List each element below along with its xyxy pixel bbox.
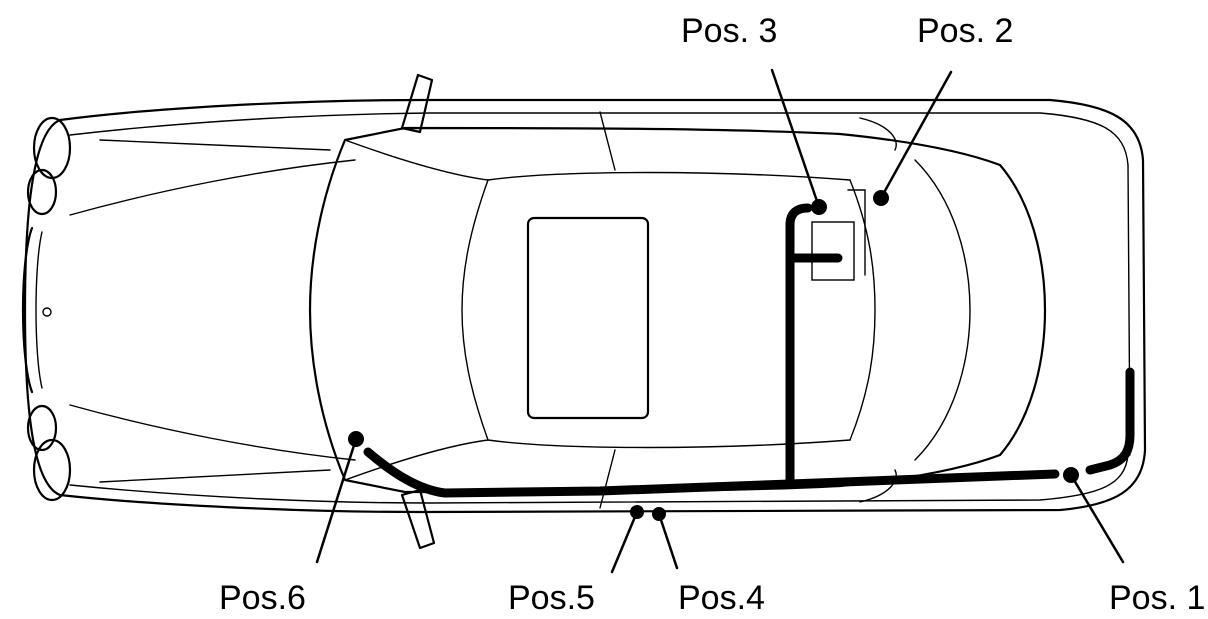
front-grille — [21, 226, 52, 394]
pos4-label: Pos.4 — [678, 579, 765, 617]
car-body-outline — [23, 98, 1147, 514]
pos2-label: Pos. 2 — [917, 12, 1014, 50]
pos1-leader — [1069, 473, 1125, 564]
position-markers — [348, 190, 1079, 521]
headlights — [26, 116, 72, 502]
pos5-leader — [610, 510, 639, 574]
harness-main-run — [363, 447, 1060, 498]
junction-box — [811, 221, 855, 281]
pos2-leader — [879, 70, 953, 200]
sunroof — [526, 216, 650, 420]
wiring-harness — [363, 203, 1135, 498]
pos6-leader — [315, 437, 358, 564]
pos1-label: Pos. 1 — [1109, 579, 1206, 617]
pos4-leader — [657, 512, 679, 570]
pos3-leader — [770, 68, 821, 209]
harness-vertical-run — [785, 203, 813, 489]
leader-lines — [315, 68, 1125, 574]
hood-lines — [69, 139, 356, 483]
pos6-label: Pos.6 — [219, 579, 306, 617]
side-mirrors — [400, 73, 436, 550]
harness-rear-run — [1085, 367, 1135, 475]
pos3-label: Pos. 3 — [681, 12, 778, 50]
pos5-label: Pos.5 — [508, 579, 595, 617]
cabin-outline — [308, 111, 1047, 509]
